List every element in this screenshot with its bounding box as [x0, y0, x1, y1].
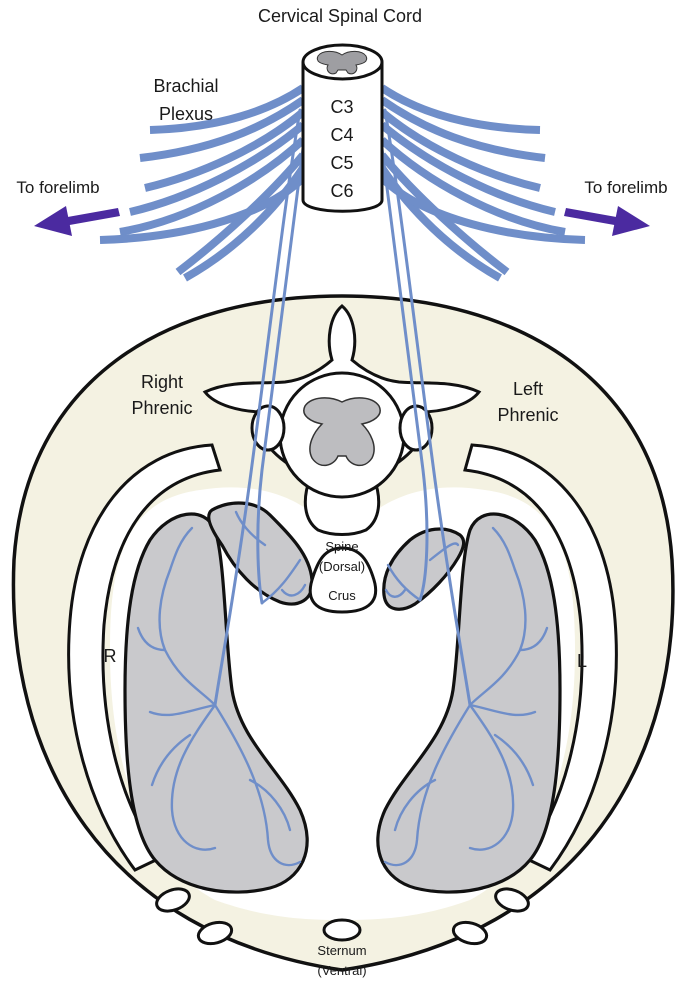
- central-crus: [308, 546, 378, 614]
- right-phrenic-label-1: Right: [141, 372, 183, 392]
- sternum-ossicle-3: [322, 918, 362, 942]
- side-right-label: R: [104, 646, 117, 666]
- left-forelimb-arrow: [34, 206, 120, 236]
- segment-c3: C3: [330, 97, 353, 117]
- spine-label-1: Spine: [325, 539, 358, 554]
- diagram-title: Cervical Spinal Cord: [258, 6, 422, 26]
- sternum-ossicle-1: [155, 887, 191, 913]
- left-phrenic-label-1: Left: [513, 379, 543, 399]
- right-forelimb-arrow: [564, 206, 650, 236]
- sternum-ossicle-5: [494, 887, 530, 913]
- brachial-plexus-label-1: Brachial: [153, 76, 218, 96]
- left-brachial-plexus: [378, 84, 586, 282]
- segment-c4: C4: [330, 125, 353, 145]
- right-brachial-plexus: [99, 84, 307, 282]
- sternum-label-1: Sternum: [317, 943, 366, 958]
- sternum-label-2: (Ventral): [317, 963, 366, 978]
- segment-c6: C6: [330, 181, 353, 201]
- spinal-cord-gray-matter: [303, 397, 381, 467]
- crus-label: Crus: [328, 588, 356, 603]
- spinal-cord-top-gray-matter: [316, 50, 368, 75]
- spine-label-2: (Dorsal): [319, 559, 365, 574]
- segment-c5: C5: [330, 153, 353, 173]
- left-rib-band: [463, 443, 618, 872]
- spinal-cord-cylinder: [301, 62, 384, 213]
- right-rib-band: [67, 443, 222, 872]
- side-left-label: L: [577, 651, 587, 671]
- phrenic-branches: [136, 510, 549, 867]
- left-phrenic-label-2: Phrenic: [497, 405, 558, 425]
- to-forelimb-right-label: To forelimb: [584, 178, 667, 197]
- sternum-ossicle-2: [196, 920, 234, 946]
- sternum-ossicle-4: [451, 920, 489, 946]
- to-forelimb-left-label: To forelimb: [16, 178, 99, 197]
- brachial-plexus-label-2: Plexus: [159, 104, 213, 124]
- right-phrenic-label-2: Phrenic: [131, 398, 192, 418]
